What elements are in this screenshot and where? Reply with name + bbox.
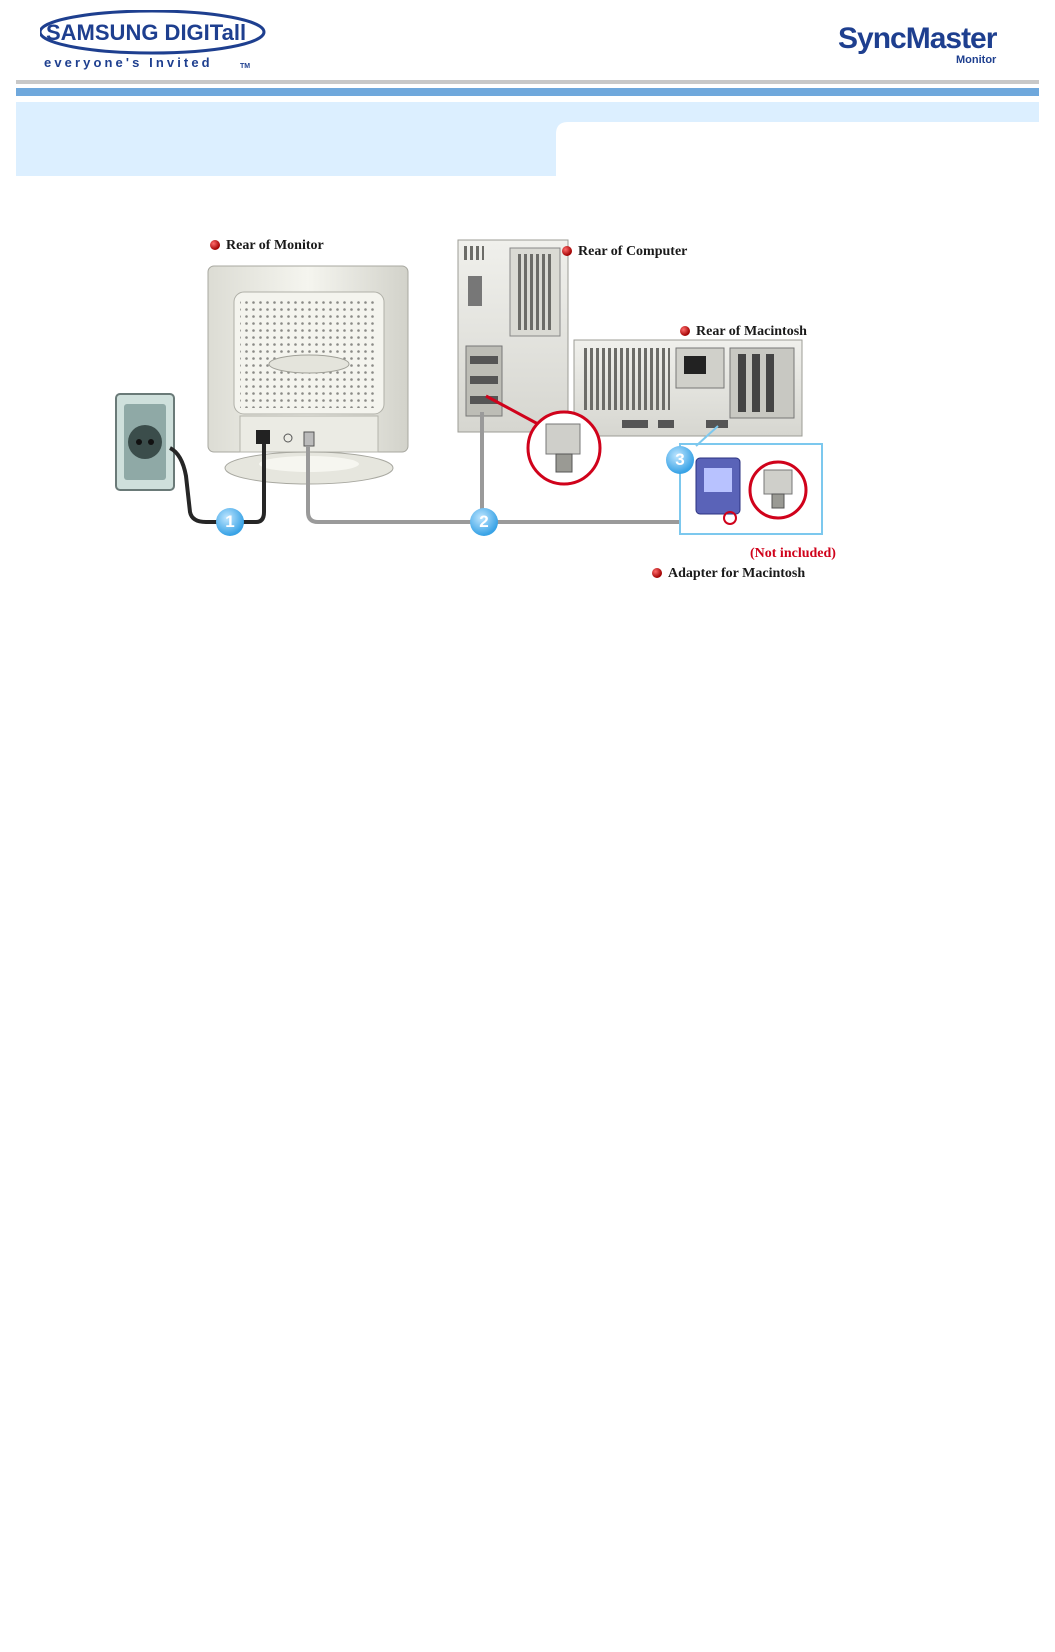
bullet-dot-icon <box>680 326 690 336</box>
macintosh-rear <box>574 340 802 436</box>
bullet-dot-icon <box>562 246 572 256</box>
label-not-included: (Not included) <box>750 546 836 562</box>
section-banner <box>16 102 1039 176</box>
power-cable <box>170 444 264 522</box>
mac-adapter-detail <box>680 426 822 534</box>
label-rear-macintosh: Rear of Macintosh <box>680 324 807 340</box>
trademark-mark: TM <box>240 63 250 70</box>
header-rule-gray <box>16 80 1039 84</box>
product-name: SyncMaster <box>838 22 998 55</box>
bullet-dot-icon <box>210 240 220 250</box>
computer-rear <box>458 240 568 432</box>
samsung-digitall-logo: SAMSUNG DIGITall everyone's Invited TM <box>40 10 270 72</box>
bullet-dot-icon <box>652 568 662 578</box>
step-badge-2: 2 <box>470 508 498 536</box>
syncmaster-logo: SyncMaster Monitor <box>838 18 1028 68</box>
label-rear-computer: Rear of Computer <box>562 244 687 260</box>
label-rear-monitor: Rear of Monitor <box>210 238 324 254</box>
brand-name: SAMSUNG DIGITall <box>46 20 246 45</box>
product-sub: Monitor <box>956 54 997 66</box>
step-badge-1: 1 <box>216 508 244 536</box>
step-badge-3: 3 <box>666 446 694 474</box>
wall-outlet <box>116 394 174 490</box>
label-adapter-macintosh: Adapter for Macintosh <box>652 566 805 582</box>
brand-tagline: everyone's Invited <box>44 55 213 70</box>
header-rule-blue <box>16 88 1039 96</box>
